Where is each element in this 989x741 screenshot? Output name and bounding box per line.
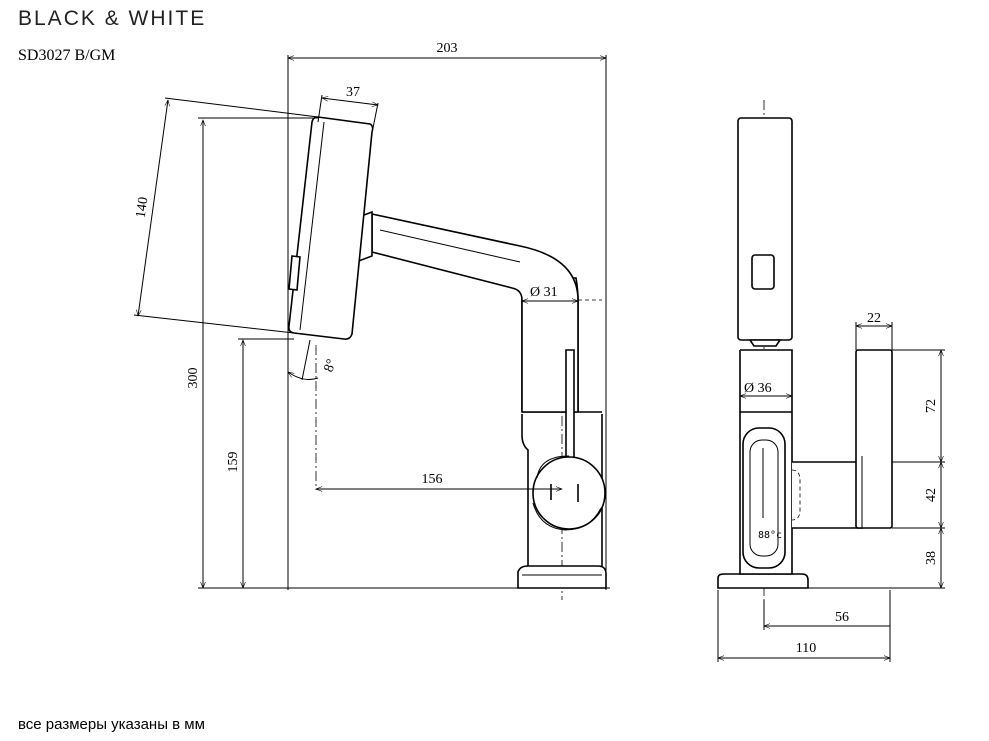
dim-spout-height: 159 xyxy=(226,452,241,473)
lever-handle-side xyxy=(565,349,575,466)
units-note: все размеры указаны в мм xyxy=(18,716,205,733)
spray-head-side xyxy=(288,116,374,340)
dim-handle-height: 72 xyxy=(924,399,939,413)
dim-handle-offset: 42 xyxy=(924,488,939,502)
dim-head-width: 37 xyxy=(346,85,360,100)
handle-knob-side xyxy=(532,456,606,530)
dim-angle: 8° xyxy=(322,357,340,374)
spray-button-side xyxy=(288,255,301,291)
lever-connector-front xyxy=(792,461,863,529)
faucet-base-side xyxy=(517,565,607,589)
dim-handle-width: 22 xyxy=(867,311,881,326)
temperature-display-panel xyxy=(742,427,786,569)
spout-arm-side xyxy=(371,213,579,413)
dim-handle-base-height: 38 xyxy=(924,551,939,565)
dim-spout-diameter: Ø 31 xyxy=(530,285,558,300)
dim-reach: 156 xyxy=(422,472,443,487)
front-view: 88°c 22 72 42 38 Ø 36 56 110 xyxy=(717,100,945,662)
spray-head-front xyxy=(737,117,793,341)
dim-body-diameter: Ø 36 xyxy=(744,381,772,396)
dim-total-height: 300 xyxy=(186,368,201,389)
dim-base-half: 56 xyxy=(835,610,849,625)
dim-total-width: 203 xyxy=(437,41,458,56)
spray-button-front xyxy=(751,254,775,290)
model-number: SD3027 B/GM xyxy=(18,47,116,64)
dim-base-depth: 110 xyxy=(796,641,816,656)
side-view: 203 37 140 300 159 156 Ø 31 8° xyxy=(134,41,610,600)
dim-head-length: 140 xyxy=(134,196,152,219)
temperature-display-value: 88°c xyxy=(758,530,782,541)
brand-logo: BLACK & WHITE xyxy=(18,7,207,30)
faucet-base-front xyxy=(717,573,809,589)
lever-handle-front xyxy=(855,349,893,529)
